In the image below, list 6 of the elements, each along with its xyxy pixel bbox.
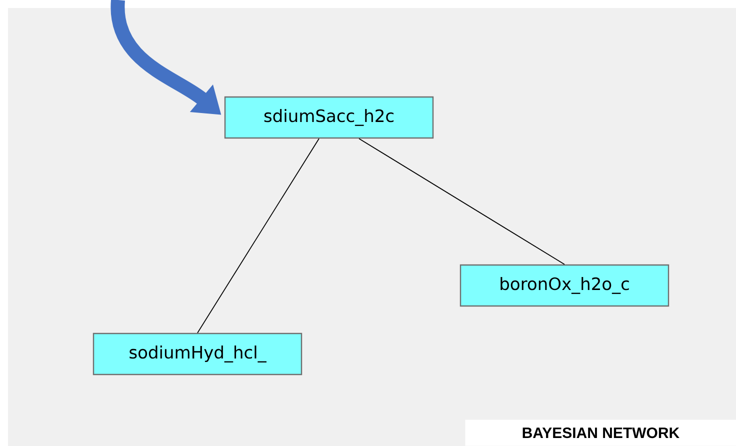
- network-link: [358, 138, 565, 265]
- variable-box: boronOx_h2o_c: [460, 264, 670, 307]
- network-link: [197, 138, 320, 334]
- caption-box: BAYESIAN NETWORK: [465, 420, 736, 446]
- variable-box: sodiumHyd_hcl_: [92, 332, 302, 376]
- variable-box: sdiumSacc_h2c: [224, 96, 434, 139]
